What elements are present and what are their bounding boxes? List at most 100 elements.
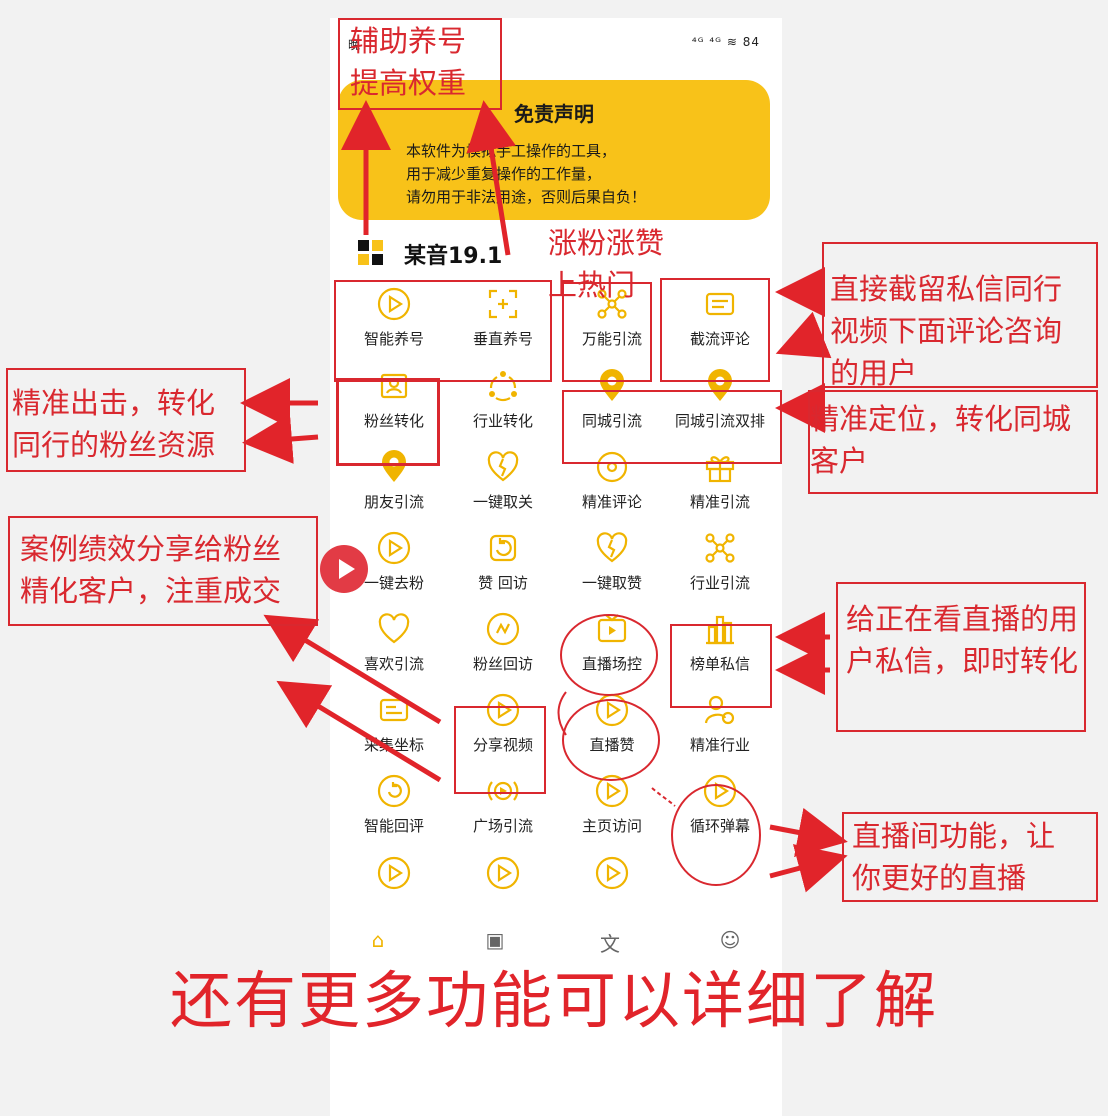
feature-item[interactable]: 万能引流: [560, 284, 664, 360]
feature-label: 精准评论: [581, 493, 642, 511]
feature-label: 截流评论: [689, 330, 750, 348]
feature-item[interactable]: 粉丝回访: [451, 609, 555, 685]
play-circle-icon: [595, 856, 629, 890]
heart-icon: [378, 613, 410, 644]
disclaimer-line: 请勿用于非法用途，否则后果自负！: [406, 188, 647, 206]
card-icon: [379, 698, 409, 722]
bar-chart-icon: [706, 615, 734, 645]
feature-item[interactable]: 分享视频: [451, 690, 555, 766]
feature-item[interactable]: [342, 853, 446, 929]
disclaimer-line: 本软件为模拟手工操作的工具，: [406, 142, 617, 160]
play-circle-icon: [486, 693, 520, 727]
gift-icon: [705, 456, 735, 483]
annotation-box-intercept: [822, 242, 1098, 388]
feature-label: 智能回评: [363, 817, 424, 835]
heart-broken-icon: [487, 451, 519, 482]
feature-item[interactable]: 智能养号: [342, 284, 446, 360]
user-gear-icon: [704, 695, 735, 725]
feature-item[interactable]: 广场引流: [451, 771, 555, 847]
play-circle-icon: [595, 774, 629, 808]
feature-item[interactable]: 循环弹幕: [668, 771, 772, 847]
floating-play-button[interactable]: [320, 545, 368, 593]
translate-icon[interactable]: 文: [600, 932, 620, 956]
feature-label: 一键取赞: [581, 574, 642, 592]
feature-item[interactable]: 精准评论: [560, 447, 664, 523]
feature-item[interactable]: 精准引流: [668, 447, 772, 523]
feature-item[interactable]: 同城引流双排: [668, 366, 772, 442]
refresh-icon: [489, 534, 517, 562]
feature-item[interactable]: 采集坐标: [342, 690, 446, 766]
annotation-share: 案例绩效分享给粉丝精化客户，注重成交: [20, 532, 282, 608]
feature-item[interactable]: [560, 853, 664, 929]
feature-label: 行业转化: [472, 412, 533, 430]
disclaimer-line: 用于减少重复操作的工作量，: [406, 165, 602, 183]
tv-icon: [597, 614, 627, 643]
annotation-box-share: [8, 516, 318, 626]
target-icon: [596, 451, 628, 483]
disclaimer-banner: 免责声明 本软件为模拟手工操作的工具， 用于减少重复操作的工作量， 请勿用于非法…: [338, 80, 770, 220]
feature-item[interactable]: 同城引流: [560, 366, 664, 442]
broadcast-icon: [487, 781, 519, 801]
undo-circle-icon: [377, 774, 411, 808]
feature-item[interactable]: 榜单私信: [668, 609, 772, 685]
video-icon[interactable]: ▣: [485, 928, 505, 952]
feature-label: 朋友引流: [363, 493, 424, 511]
feature-label: 粉丝回访: [472, 655, 533, 673]
feature-item[interactable]: 一键去粉: [342, 528, 446, 604]
annotation-fans: 精准出击，转化同行的粉丝资源: [12, 386, 216, 462]
feature-label: 直播赞: [589, 736, 635, 754]
home-icon[interactable]: ⌂: [371, 928, 385, 952]
play-circle-icon: [486, 856, 520, 890]
feature-item[interactable]: 一键取关: [451, 447, 555, 523]
feature-label: 行业引流: [689, 574, 750, 592]
feature-item[interactable]: 精准行业: [668, 690, 772, 766]
play-circle-icon: [377, 856, 411, 890]
feature-label: 直播场控: [581, 655, 642, 673]
feature-label: 广场引流: [472, 817, 533, 835]
feature-label: 采集坐标: [363, 736, 424, 754]
feature-label: 垂直养号: [472, 330, 533, 348]
annotation-box-local: [808, 390, 1098, 494]
app-logo-icon: [358, 240, 384, 266]
feature-item[interactable]: 朋友引流: [342, 447, 446, 523]
feature-label: 智能养号: [363, 330, 424, 348]
feature-item[interactable]: 主页访问: [560, 771, 664, 847]
feature-item[interactable]: 一键取赞: [560, 528, 664, 604]
feature-label: 赞 回访: [478, 574, 528, 592]
play-circle-icon: [377, 531, 411, 565]
feature-item[interactable]: 垂直养号: [451, 284, 555, 360]
feature-item[interactable]: 截流评论: [668, 284, 772, 360]
annotation-intercept: 直接截留私信同行视频下面评论咨询的用户: [830, 272, 1063, 390]
location-pin-icon: [708, 369, 732, 401]
feature-item[interactable]: 行业转化: [451, 366, 555, 442]
location-pin-icon: [382, 450, 406, 482]
feature-label: 榜单私信: [689, 655, 750, 673]
expand-icon: [488, 289, 518, 319]
feature-item[interactable]: 行业引流: [668, 528, 772, 604]
play-circle-icon: [703, 774, 737, 808]
feature-item[interactable]: 直播赞: [560, 690, 664, 766]
feature-label: 一键去粉: [363, 574, 424, 592]
feature-item[interactable]: 喜欢引流: [342, 609, 446, 685]
heart-broken-icon: [596, 532, 628, 563]
feature-label: 主页访问: [581, 817, 642, 835]
feature-label: 循环弹幕: [689, 817, 750, 835]
phone-screen: 晚 ⁴ᴳ ⁴ᴳ ≋ 84 免责声明 本软件为模拟手工操作的工具， 用于减少重复操…: [330, 18, 782, 1116]
play-circle-icon: [595, 693, 629, 727]
nodes-icon: [705, 533, 735, 563]
feature-label: 一键取关: [472, 493, 533, 511]
nodes-icon: [597, 289, 627, 319]
user-icon[interactable]: ☺: [719, 928, 741, 952]
annotation-box-fans: [6, 368, 246, 472]
annotation-live-dm: 给正在看直播的用户私信，即时转化: [846, 602, 1079, 678]
feature-item[interactable]: 赞 回访: [451, 528, 555, 604]
play-circle-icon: [377, 287, 411, 321]
feature-item[interactable]: 粉丝转化: [342, 366, 446, 442]
feature-label: 粉丝转化: [363, 412, 424, 430]
feature-item[interactable]: 智能回评: [342, 771, 446, 847]
cycle-icon: [489, 371, 517, 402]
feature-item[interactable]: 直播场控: [560, 609, 664, 685]
feature-item[interactable]: [451, 853, 555, 929]
annotation-box-live-dm: [836, 582, 1086, 732]
feature-label: 同城引流: [581, 412, 642, 430]
